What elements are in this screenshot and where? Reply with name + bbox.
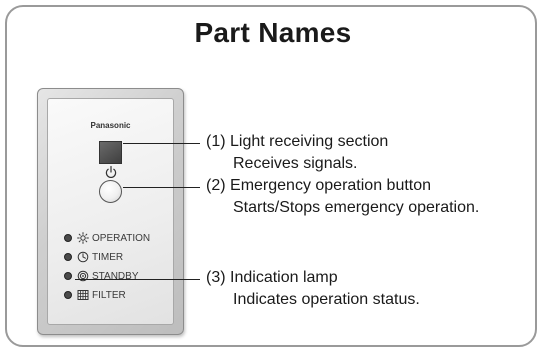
leader-line-emergency-button (123, 187, 200, 188)
brand-logo: Panasonic (90, 121, 131, 130)
callout-number: (1) (206, 133, 226, 150)
lamp-row-standby: STANDBY (64, 269, 174, 283)
callout-heading: Emergency operation button (230, 177, 432, 194)
lamp-label-operation: OPERATION (92, 232, 151, 244)
callout-number: (2) (206, 177, 226, 194)
control-panel-face: Panasonic (47, 98, 174, 325)
lamp-label-timer: TIMER (92, 251, 124, 263)
callout-number: (3) (206, 269, 226, 286)
callout-heading: Light receiving section (230, 133, 389, 150)
filter-lamp (64, 291, 72, 299)
timer-lamp (64, 253, 72, 261)
standby-lamp (64, 272, 72, 280)
callout-description: Receives signals. (233, 155, 358, 172)
filter-grid-icon (77, 289, 89, 301)
lamp-label-standby: STANDBY (92, 270, 139, 282)
clock-icon (77, 251, 89, 263)
leader-line-light-receiving (123, 143, 200, 144)
callout-heading: Indication lamp (230, 269, 338, 286)
emergency-operation-button[interactable] (99, 180, 122, 203)
callout-light-receiving: (1) Light receiving section Receives sig… (206, 131, 388, 175)
control-panel-device: Panasonic (37, 88, 184, 335)
lamp-label-filter: FILTER (92, 289, 126, 301)
callout-indication-lamp: (3) Indication lamp Indicates operation … (206, 267, 420, 311)
sun-icon (77, 232, 89, 244)
lamp-row-timer: TIMER (64, 250, 174, 264)
leader-line-indication-lamp (75, 279, 200, 280)
standby-icon (77, 270, 89, 282)
power-icon (105, 165, 117, 178)
lamp-row-filter: FILTER (64, 288, 174, 302)
light-receiving-section (99, 141, 122, 164)
callout-description: Indicates operation status. (233, 291, 420, 308)
page-title: Part Names (194, 17, 352, 48)
lamp-row-operation: OPERATION (64, 231, 174, 245)
callout-emergency-button: (2) Emergency operation button Starts/St… (206, 175, 479, 219)
operation-lamp (64, 234, 72, 242)
callout-description: Starts/Stops emergency operation. (233, 199, 480, 216)
